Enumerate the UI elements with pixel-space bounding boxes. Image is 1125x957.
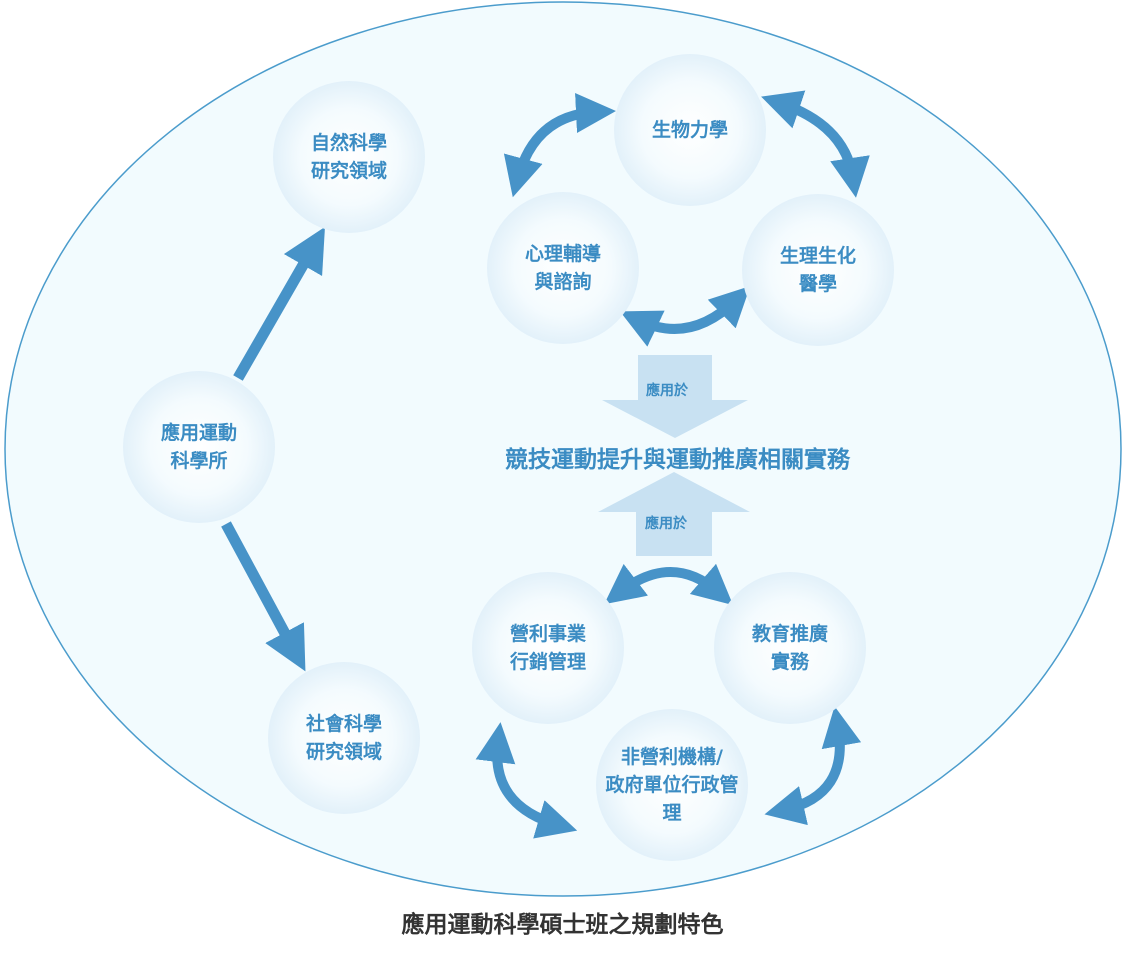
arrow-to-natural (233, 226, 325, 381)
node-label: 生理生化 醫學 (779, 245, 856, 295)
node-nonprofit: 非營利機構/ 政府單位行政管理 (596, 709, 748, 861)
node-label: 自然科學 研究領域 (310, 132, 387, 182)
apply-label-bottom: 應用於 (645, 516, 687, 532)
node-label: 營利事業 行銷管理 (509, 623, 586, 673)
node-institute: 應用運動 科學所 (123, 371, 275, 523)
arrow-to-social (221, 521, 306, 672)
node-label: 教育推廣 實務 (751, 623, 828, 673)
curved-arrow-psych-physio (619, 286, 751, 347)
node-label: 社會科學 研究領域 (305, 713, 382, 763)
node-label: 應用運動 科學所 (160, 422, 237, 472)
block-arrow-down (602, 355, 748, 438)
node-label: 生物力學 (651, 119, 728, 141)
node-label: 心理輔導 與諮詢 (524, 243, 601, 293)
node-social-science: 社會科學 研究領域 (268, 662, 420, 814)
diagram-caption: 應用運動科學碩士班之規劃特色 (401, 912, 724, 938)
curved-arrow-biomech-psych (503, 93, 616, 198)
node-psychology: 心理輔導 與諮詢 (487, 192, 639, 344)
curved-arrow-business-education (604, 563, 734, 606)
apply-label-top: 應用於 (646, 383, 688, 399)
curved-arrow-education-nonprofit (764, 706, 862, 826)
curved-arrow-biomech-physio (761, 90, 870, 198)
block-arrow-up (598, 472, 750, 556)
node-education: 教育推廣 實務 (714, 572, 866, 724)
node-physiology: 生理生化 醫學 (742, 194, 894, 346)
node-biomechanics: 生物力學 (614, 54, 766, 206)
node-label: 非營利機構/ 政府單位行政管理 (605, 746, 739, 824)
node-natural-science: 自然科學 研究領域 (273, 81, 425, 233)
curved-arrow-business-nonprofit (475, 722, 578, 839)
node-business: 營利事業 行銷管理 (472, 572, 624, 724)
center-text: 競技運動提升與運動推廣相關實務 (505, 447, 850, 473)
